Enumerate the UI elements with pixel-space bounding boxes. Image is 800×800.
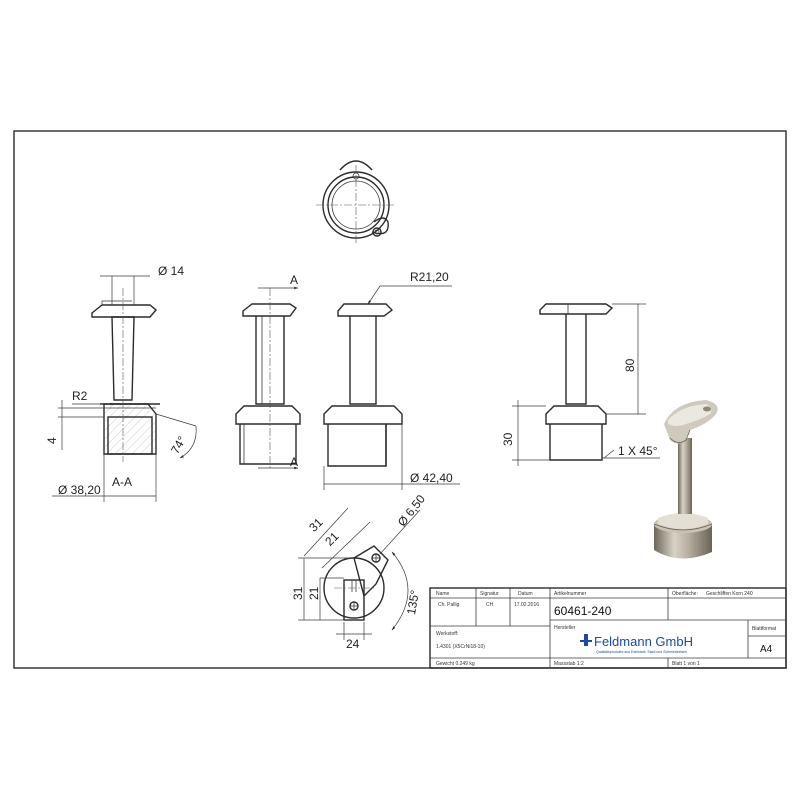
dim-diam-38-20: Ø 38,20 A-A xyxy=(52,454,157,502)
dim-diam-42-40: Ø 42,40 xyxy=(323,424,460,490)
detail-view xyxy=(323,545,389,621)
front-view: A A xyxy=(235,273,301,470)
dim-detail-diam-6-50: Ø 6,50 xyxy=(379,492,428,555)
tb-article-label: Artikelnummer xyxy=(554,591,587,597)
tb-brand-name: Feldmann GmbH xyxy=(594,634,693,649)
dim-detail-31-left: 31 21 xyxy=(291,557,352,621)
tb-material-value: 1.4301 (X5CrNi18-10) xyxy=(436,644,485,650)
tb-scale: Massstab 1:2 xyxy=(554,661,584,667)
tb-surface-value: Geschliffen Korn 240 xyxy=(706,591,753,597)
dim-detail-31-left-label: 31 xyxy=(291,586,305,600)
dim-detail-diam-6-50-label: Ø 6,50 xyxy=(395,492,428,529)
dim-diam-42-40-label: Ø 42,40 xyxy=(410,471,453,485)
side-view xyxy=(323,303,403,467)
drawing-frame xyxy=(13,130,787,669)
tb-format-label: Blattformat xyxy=(752,626,777,632)
right-view xyxy=(539,303,614,461)
section-view-a-a xyxy=(91,288,160,462)
dim-detail-135: 135° xyxy=(391,551,422,631)
dim-r2: R2 xyxy=(72,389,115,406)
tb-brand-sub: Qualitätsprodukte aus Edelstahl, Stahl u… xyxy=(596,650,687,654)
dim-diam-14-label: Ø 14 xyxy=(158,264,184,278)
tb-col-datum: Datum xyxy=(518,591,533,597)
dim-4: 4 xyxy=(45,400,104,450)
tb-datum-value: 17.02.2016 xyxy=(514,602,539,608)
dim-angle-74: 74° xyxy=(155,413,197,459)
title-block: Name Signatur Datum Ch. Pallig CH 17.02.… xyxy=(429,587,787,669)
tb-name-value: Ch. Pallig xyxy=(438,602,460,608)
tb-format-value: A4 xyxy=(760,644,773,655)
dim-80: 80 xyxy=(606,303,646,415)
tb-col-signatur: Signatur xyxy=(480,591,499,597)
dim-r21-20: R21,20 xyxy=(367,270,452,305)
section-label: A-A xyxy=(112,475,132,489)
tb-sheet: Blatt 1 von 1 xyxy=(672,661,700,667)
dim-detail-21-top-label: 21 xyxy=(322,529,342,549)
dim-diam-38-20-label: Ø 38,20 xyxy=(58,483,101,497)
dim-chamfer-label: 1 X 45° xyxy=(618,444,658,458)
dim-detail-24-label: 24 xyxy=(346,637,360,651)
tb-weight: Gewicht 0.249 kg xyxy=(436,661,475,667)
dim-r21-20-label: R21,20 xyxy=(410,270,449,284)
tb-article-number: 60461-240 xyxy=(554,604,612,618)
tb-surface-label: Oberfläche: xyxy=(672,591,698,597)
dim-4-label: 4 xyxy=(45,437,59,444)
dim-r2-label: R2 xyxy=(72,389,88,403)
isometric-render xyxy=(653,400,718,559)
tb-signatur-value: CH xyxy=(486,602,494,608)
section-mark-a-bottom: A xyxy=(290,455,298,469)
dim-detail-31-top-label: 31 xyxy=(306,515,326,535)
dim-30: 30 xyxy=(501,400,550,466)
dim-detail-21-left-label: 21 xyxy=(307,586,321,600)
dim-diam-14: Ø 14 xyxy=(100,264,184,305)
tb-maker-label: Hersteller xyxy=(554,625,576,631)
feldmann-logo-icon xyxy=(580,634,592,646)
top-view xyxy=(316,160,396,245)
tb-col-name: Name xyxy=(436,591,450,597)
dim-30-label: 30 xyxy=(501,432,515,446)
dim-detail-24: 24 xyxy=(336,622,372,651)
dim-chamfer: 1 X 45° xyxy=(602,444,660,459)
dim-80-label: 80 xyxy=(623,358,637,372)
section-mark-a-top: A xyxy=(290,273,298,287)
tb-material-label: Werkstoff: xyxy=(436,631,458,637)
dim-detail-135-label: 135° xyxy=(404,589,422,616)
dim-angle-74-label: 74° xyxy=(168,434,189,457)
